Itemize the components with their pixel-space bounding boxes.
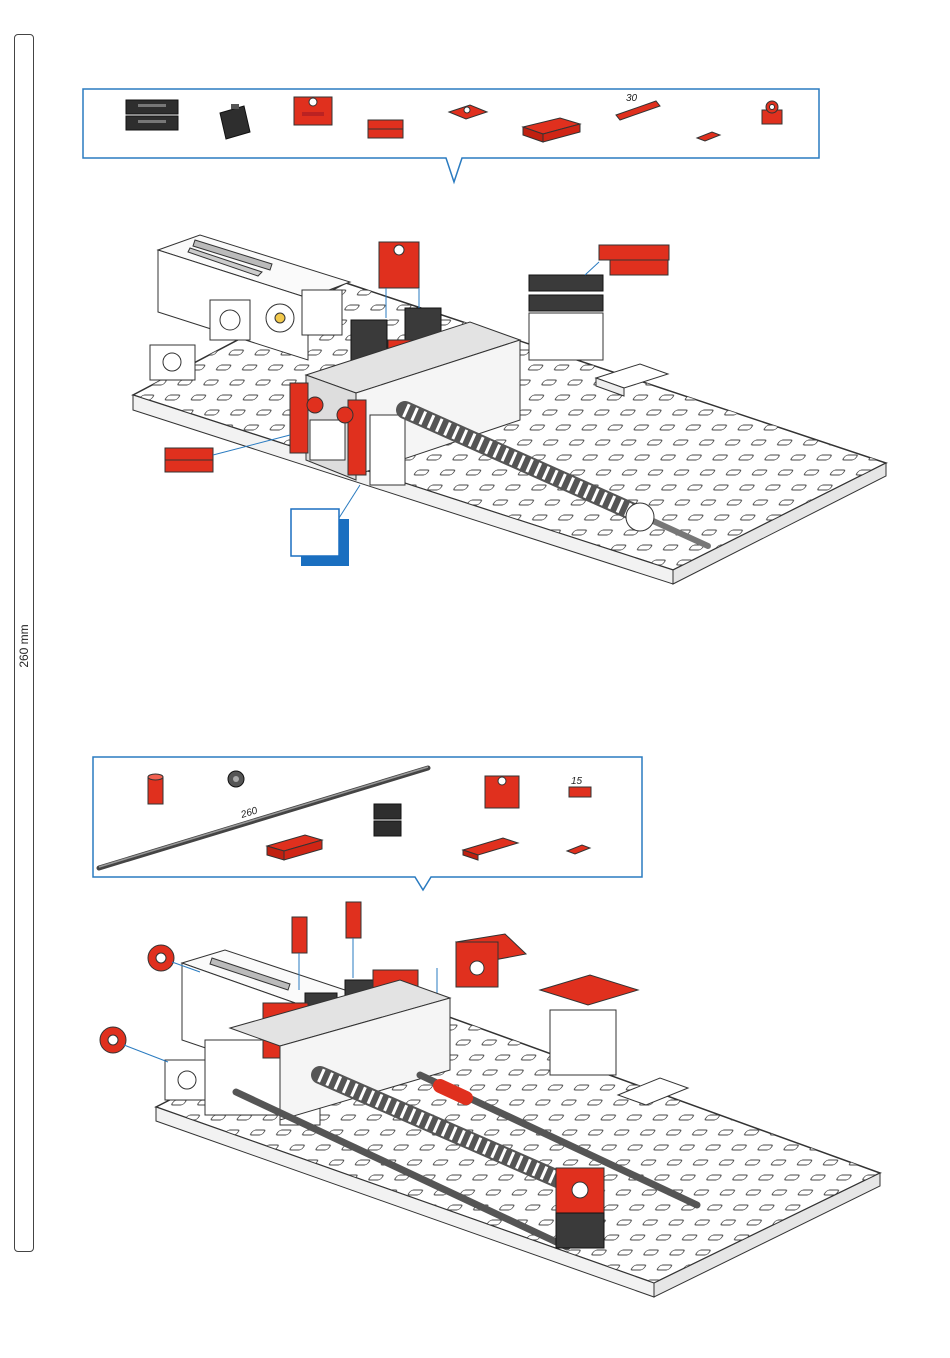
parts-box-step1: 30 bbox=[83, 89, 819, 182]
parts-box-step2: 260 15 bbox=[93, 757, 642, 890]
step-marker-box bbox=[291, 485, 360, 566]
model-step1 bbox=[133, 235, 886, 584]
axle-15-label: 15 bbox=[571, 776, 583, 787]
part-red-sleeve bbox=[148, 774, 163, 804]
part-gear-small bbox=[228, 771, 244, 787]
red-connector-right bbox=[585, 245, 669, 275]
part-red-block-pin-2 bbox=[485, 776, 519, 808]
model-step2 bbox=[100, 902, 880, 1297]
axle-30-label: 30 bbox=[626, 93, 638, 104]
gear-callout-bottom bbox=[100, 1027, 168, 1062]
part-red-block-pin bbox=[294, 97, 332, 125]
part-red-connector-double bbox=[368, 120, 403, 138]
